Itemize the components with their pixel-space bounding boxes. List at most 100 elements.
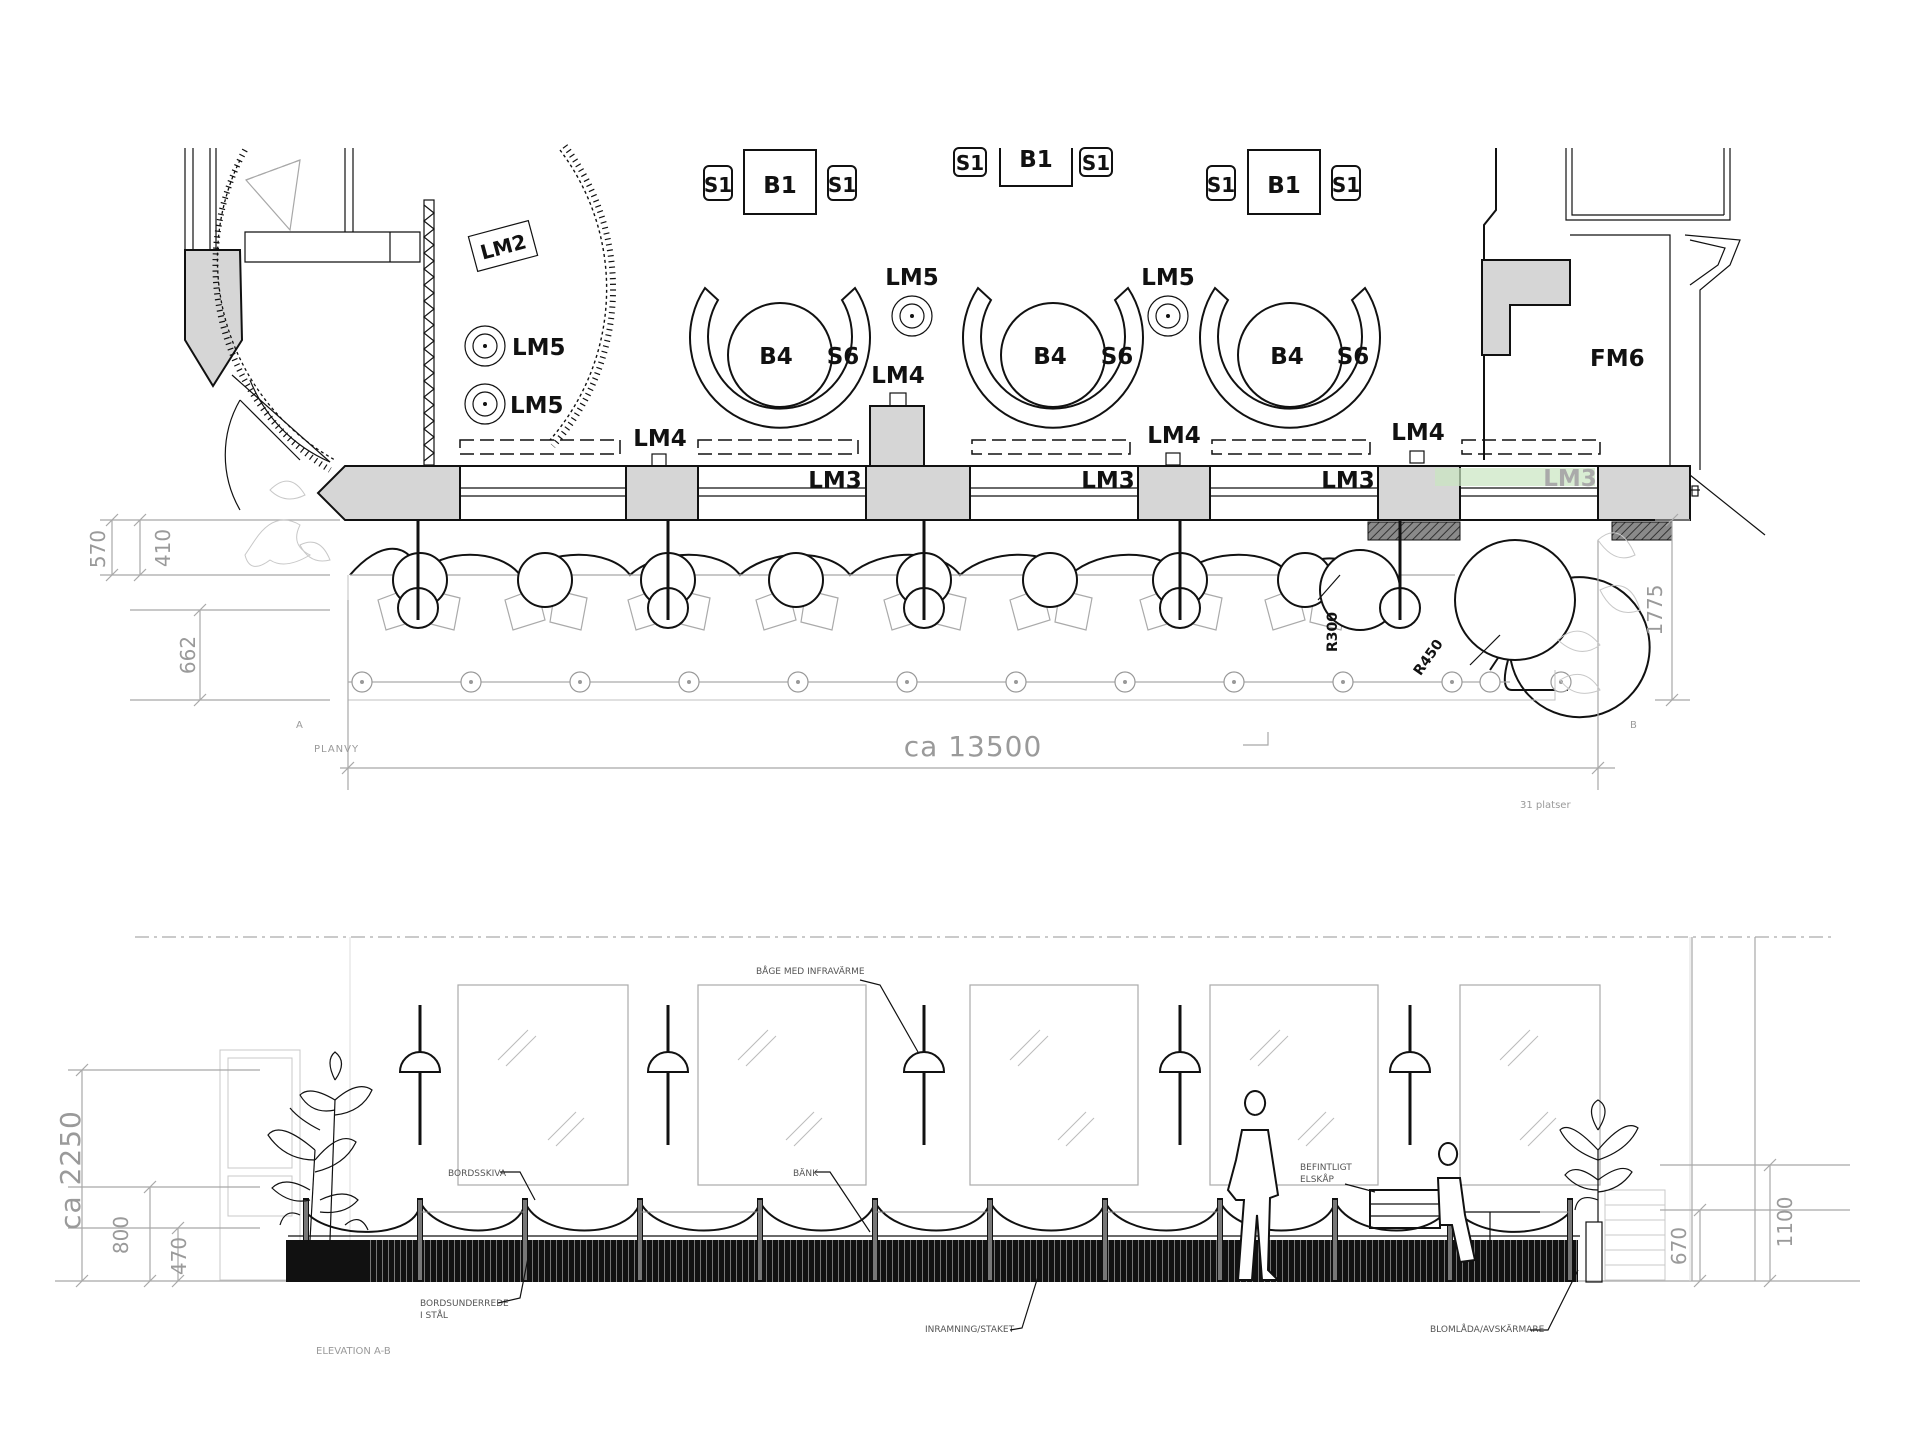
fence-post-shade — [1333, 1200, 1337, 1280]
plan-dimensions: 570 410 662 1775 ca 13500 A B PLANVY 31 … — [86, 513, 1690, 811]
svg-text:BÅGE MED INFRAVÄRME: BÅGE MED INFRAVÄRME — [756, 965, 865, 977]
fence-post-dot — [469, 680, 473, 684]
glass-reflection — [737, 1029, 769, 1061]
svg-text:R300: R300 — [1325, 612, 1341, 652]
lamp-shade — [646, 1051, 690, 1073]
lm4-markers: LM4 LM4 LM4 LM4 — [633, 363, 1445, 467]
round-table — [1022, 552, 1078, 608]
svg-text:BLOMLÅDA/AVSKÄRMARE: BLOMLÅDA/AVSKÄRMARE — [1430, 1323, 1545, 1335]
round-table — [768, 552, 824, 608]
svg-text:LM3: LM3 — [1321, 468, 1375, 494]
svg-text:B1: B1 — [763, 173, 797, 199]
svg-text:S1: S1 — [1207, 173, 1235, 197]
fence-post-shade — [873, 1200, 877, 1280]
svg-text:31 platser: 31 platser — [1520, 800, 1571, 811]
svg-text:FM6: FM6 — [1590, 346, 1645, 372]
svg-text:I STÅL: I STÅL — [420, 1309, 448, 1321]
lamp-shade — [1388, 1051, 1432, 1073]
elevation-annotations: BÅGE MED INFRAVÄRME BORDSSKIVA BÄNK BEFI… — [316, 965, 1579, 1357]
glass-panes — [349, 937, 1691, 1281]
svg-text:PLANVY: PLANVY — [314, 744, 359, 755]
svg-text:B4: B4 — [1033, 344, 1067, 370]
glass-reflection — [1305, 1117, 1335, 1147]
svg-text:410: 410 — [151, 529, 175, 567]
plan-view: LM2 LM5 LM5 S1 B1 S1 S1 B1 — [86, 144, 1766, 811]
svg-text:LM3: LM3 — [1081, 468, 1135, 494]
fence-post-shade — [523, 1200, 527, 1280]
glass-reflection — [793, 1117, 823, 1147]
lamp-shade — [902, 1051, 946, 1073]
lamp-lm5-center-1: LM5 — [885, 265, 939, 337]
table-group-b1-left: S1 B1 S1 — [703, 149, 857, 215]
glass-reflection — [1065, 1117, 1095, 1147]
glass-reflection — [1009, 1029, 1041, 1061]
glass-reflection — [785, 1111, 815, 1141]
svg-text:670: 670 — [1667, 1227, 1691, 1265]
fence-post-shade — [1568, 1200, 1572, 1280]
fence-post-dot — [1341, 680, 1345, 684]
svg-text:662: 662 — [176, 636, 200, 674]
building-right-corner: FM6 — [1481, 148, 1766, 536]
svg-text:LM4: LM4 — [633, 426, 687, 452]
svg-text:ELSKÅP: ELSKÅP — [1300, 1173, 1334, 1185]
svg-text:R450: R450 — [1411, 637, 1447, 679]
fence-post-plan — [1479, 671, 1501, 693]
chair-outline — [1054, 589, 1093, 631]
planter-right — [1559, 1099, 1666, 1283]
svg-text:INRAMNING/STAKET: INRAMNING/STAKET — [925, 1325, 1015, 1335]
gear-arc-element — [549, 144, 617, 448]
svg-text:S6: S6 — [1101, 344, 1134, 370]
svg-text:LM5: LM5 — [1141, 265, 1195, 291]
entrance-door-area — [212, 148, 421, 511]
fence-post-dot — [1014, 680, 1018, 684]
svg-text:570: 570 — [86, 530, 110, 568]
svg-text:S6: S6 — [827, 344, 860, 370]
svg-text:BORDSSKIVA: BORDSSKIVA — [448, 1169, 507, 1179]
glass-reflection — [1499, 1029, 1531, 1061]
svg-text:A: A — [296, 720, 303, 731]
fence-post-shade — [638, 1200, 642, 1280]
elevation-view: ca 2250 800 470 670 1100 BÅGE MED INFRAV… — [54, 936, 1860, 1357]
booth-3: B4 S6 — [1199, 286, 1381, 429]
svg-text:B4: B4 — [1270, 344, 1304, 370]
glass-pane — [1209, 984, 1379, 1186]
svg-text:1775: 1775 — [1643, 585, 1667, 636]
table-group-b1-right: S1 B1 S1 — [1206, 149, 1361, 215]
glass-pane — [697, 984, 867, 1186]
svg-text:S1: S1 — [1332, 173, 1360, 197]
elevation-left-door — [219, 1049, 301, 1281]
radiator-column — [423, 199, 435, 466]
lamp-shade — [1158, 1051, 1202, 1073]
wall-lamps — [398, 1005, 1432, 1145]
booth-1: B4 S6 — [689, 286, 871, 429]
bench-element — [1369, 1142, 1540, 1264]
glass-reflection — [1297, 1111, 1327, 1141]
svg-text:S1: S1 — [704, 173, 732, 197]
svg-text:LM4: LM4 — [1391, 420, 1445, 446]
fence-post-dot — [1450, 680, 1454, 684]
glass-reflection — [1527, 1117, 1557, 1147]
lamp-lm5-left-lower: LM5 — [464, 383, 564, 425]
svg-text:LM4: LM4 — [1147, 423, 1201, 449]
svg-text:S1: S1 — [956, 151, 984, 175]
glass-reflection — [1249, 1029, 1281, 1061]
glass-reflection — [1257, 1035, 1289, 1067]
svg-text:800: 800 — [109, 1216, 133, 1254]
glass-pane — [457, 984, 629, 1186]
fence-post-shade — [1103, 1200, 1107, 1280]
fence-counter — [288, 1198, 1580, 1282]
svg-text:LM4: LM4 — [871, 363, 925, 389]
svg-text:BEFINTLIGT: BEFINTLIGT — [1300, 1163, 1352, 1173]
svg-text:B4: B4 — [759, 344, 793, 370]
svg-text:470: 470 — [167, 1237, 191, 1275]
glass-pane — [1459, 984, 1601, 1186]
svg-text:S1: S1 — [828, 173, 856, 197]
glass-reflection — [555, 1117, 585, 1147]
glass-reflection — [1057, 1111, 1087, 1141]
facade-wall: LM3 LM3 LM3 LM3 — [316, 405, 1700, 541]
fence-post-shade — [1218, 1200, 1222, 1280]
outdoor-seating-row — [347, 520, 1651, 719]
chair-outline — [549, 589, 588, 631]
plant-left-plan — [244, 480, 331, 567]
fence-post-dot — [687, 680, 691, 684]
